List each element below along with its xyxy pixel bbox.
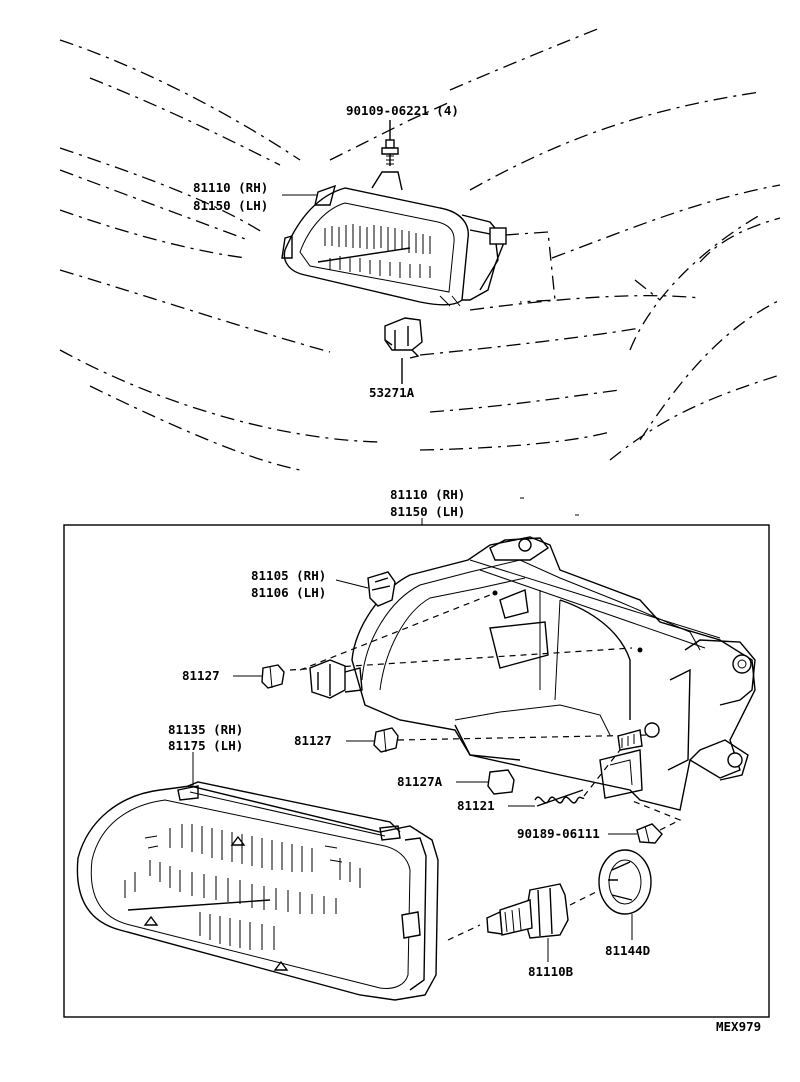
headlamp-assembly-top [281, 171, 507, 307]
label-bolt-top: 90109-06221 (4) [346, 103, 459, 118]
headlamp-housing [289, 536, 756, 811]
bulb-icon [486, 883, 569, 939]
label-grommet-1: 81127 [182, 668, 220, 683]
lens-grid-top [317, 224, 431, 278]
grommet-icon [373, 727, 399, 753]
grommet-icon [261, 664, 285, 689]
label-bracket-bottom: 53271A [369, 385, 415, 400]
label-ref-code: MEX979 [716, 1019, 761, 1034]
leader-clip [335, 579, 369, 589]
label-socket-cover: 81144D [605, 943, 650, 958]
label-grommet-2: 81127 [294, 733, 332, 748]
guide-grommet-2 [397, 734, 651, 741]
label-unit-rh-box: 81110 (RH) [390, 487, 465, 502]
grommet-a-icon [487, 769, 515, 795]
headlamp-lens [76, 781, 439, 1001]
bolt-icon [381, 120, 399, 166]
guide-bulb [447, 924, 481, 941]
lens-grid [124, 824, 361, 971]
bracket-icon [384, 317, 423, 384]
detail-box [63, 524, 770, 1018]
vehicle-body-outline [59, 27, 781, 471]
label-lens-rh: 81135 (RH) [168, 722, 243, 737]
screw-icon [629, 799, 682, 844]
label-grommet-a: 81127A [397, 774, 443, 789]
label-spring: 81121 [457, 798, 495, 813]
label-unit-lh-top: 81150 (LH) [193, 198, 268, 213]
label-clip-rh: 81105 (RH) [251, 568, 326, 583]
specks [520, 497, 579, 516]
spring-icon [534, 749, 621, 807]
clip-icon [309, 571, 396, 699]
label-screw: 90189-06111 [517, 826, 600, 841]
label-lens-lh: 81175 (LH) [168, 738, 243, 753]
label-clip-lh: 81106 (LH) [251, 585, 326, 600]
guide-bulb-cover [569, 889, 601, 906]
adjuster-icon [617, 722, 660, 751]
socket-cover-icon [598, 849, 652, 915]
label-unit-lh-box: 81150 (LH) [390, 504, 465, 519]
label-unit-rh-top: 81110 (RH) [193, 180, 268, 195]
label-bulb: 81110B [528, 964, 574, 979]
